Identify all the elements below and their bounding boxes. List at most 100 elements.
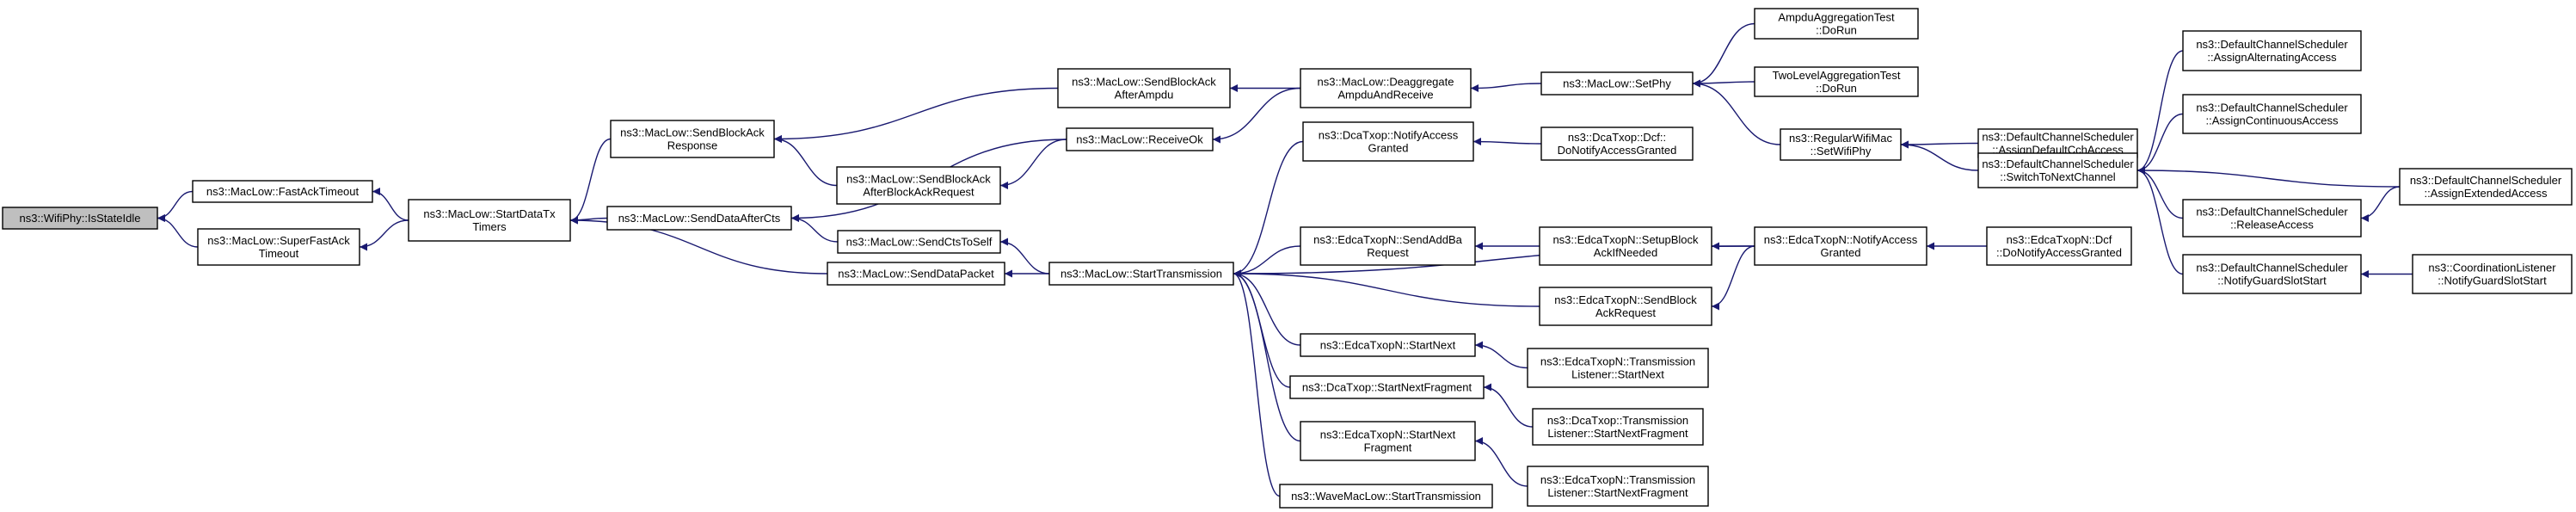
node-label-line: ns3::DcaTxop::NotifyAccess <box>1319 129 1459 142</box>
node-edcastartnext[interactable]: ns3::EdcaTxopN::StartNext <box>1300 333 1476 357</box>
node-box <box>1754 8 1919 40</box>
node-box <box>192 180 373 203</box>
node-label-line: AfterBlockAckRequest <box>863 186 974 199</box>
node-label-line: Granted <box>1368 142 1409 155</box>
node-label-line: ::AssignExtendedAccess <box>2424 187 2548 200</box>
node-box <box>1539 226 1712 266</box>
node-label-line: ns3::MacLow::SendDataAfterCts <box>618 212 781 225</box>
edge-regularwifimacsetwifiphy-to-setphy <box>1692 79 1781 145</box>
node-label-line: ns3::DefaultChannelScheduler <box>2196 262 2348 275</box>
node-label-line: ns3::EdcaTxopN::Dcf <box>2007 233 2112 246</box>
node-box <box>1527 466 1709 507</box>
edge-sendblockackafterampdu-to-sendblockackresponse <box>773 87 1059 143</box>
node-label-line: ns3::DefaultChannelScheduler <box>1982 157 2134 170</box>
node-label-line: ns3::MacLow::StartTransmission <box>1061 268 1222 281</box>
edge-edcasendaddbarequest-to-starttransmission <box>1233 245 1301 278</box>
node-label-line: ::SetWifiPhy <box>1811 145 1872 157</box>
node-starttransmission[interactable]: ns3::MacLow::StartTransmission <box>1048 262 1234 286</box>
node-label-line: Response <box>667 139 718 152</box>
node-label-line: ns3::MacLow::SendCtsToSelf <box>846 236 993 249</box>
edge-edcatlstartnext-to-edcastartnext <box>1474 341 1528 369</box>
node-edcastartnextfragment[interactable]: ns3::EdcaTxopN::StartNextFragment <box>1300 421 1476 461</box>
node-box <box>1300 333 1476 357</box>
node-fastacktimeout[interactable]: ns3::MacLow::FastAckTimeout <box>192 180 373 203</box>
node-label-line: Fragment <box>1364 441 1412 454</box>
edge-fastacktimeout-to-isstateidle <box>157 190 194 222</box>
node-label-line: ns3::MacLow::SendDataPacket <box>838 268 994 281</box>
node-sendctstoself[interactable]: ns3::MacLow::SendCtsToSelf <box>837 230 1001 254</box>
edge-dcsnotifyguardslotstart-to-dcsswitchtonextchannel <box>2136 166 2184 275</box>
edge-dcsassigndefaultcch-to-regularwifimacsetwifiphy <box>1900 140 1979 149</box>
node-setphy[interactable]: ns3::MacLow::SetPhy <box>1540 71 1694 96</box>
node-label-line: TwoLevelAggregationTest <box>1773 69 1901 82</box>
node-box <box>2182 199 2362 237</box>
node-wavemacstarttransmission[interactable]: ns3::WaveMacLow::StartTransmission <box>1279 484 1493 509</box>
node-box <box>1754 66 1919 97</box>
node-label-line: ::DoNotifyAccessGranted <box>1996 246 2122 259</box>
node-box <box>1532 408 1704 446</box>
node-edcatlstartnextfragment[interactable]: ns3::EdcaTxopN::TransmissionListener::St… <box>1527 466 1709 507</box>
node-label-line: AckIfNeeded <box>1594 246 1657 259</box>
edge-dcsreleaseaccess-to-dcsswitchtonextchannel <box>2136 166 2184 219</box>
node-label-line: ns3::EdcaTxopN::SetupBlock <box>1552 233 1699 246</box>
node-ampduaggregationtest[interactable]: AmpduAggregationTest::DoRun <box>1754 8 1919 40</box>
node-box <box>1289 375 1485 399</box>
node-dcsnotifyguardslotstart[interactable]: ns3::DefaultChannelScheduler::NotifyGuar… <box>2182 254 2362 294</box>
node-box <box>1977 152 2138 188</box>
node-box <box>2412 254 2573 294</box>
node-label-line: ns3::DefaultChannelScheduler <box>2196 206 2348 219</box>
edge-dcsassigncontinuous-to-dcsswitchtonextchannel <box>2136 113 2184 175</box>
node-receiveok[interactable]: ns3::MacLow::ReceiveOk <box>1066 127 1214 151</box>
node-twolevelaggregationtest[interactable]: TwoLevelAggregationTest::DoRun <box>1754 66 1919 97</box>
node-dcatlstartnextfragment[interactable]: ns3::DcaTxop::TransmissionListener::Star… <box>1532 408 1704 446</box>
edge-sendblockackresponse-to-startdatatxtimers <box>569 138 612 225</box>
node-label-line: ::AssignContinuousAccess <box>2206 114 2339 127</box>
node-dcsswitchtonextchannel[interactable]: ns3::DefaultChannelScheduler::SwitchToNe… <box>1977 152 2138 188</box>
edge-edcatlstartnextfragment-to-edcastartnextfragment <box>1474 437 1528 487</box>
node-dcsassignextended[interactable]: ns3::DefaultChannelScheduler::AssignExte… <box>2399 168 2573 206</box>
node-edcadcfdonotify[interactable]: ns3::EdcaTxopN::Dcf::DoNotifyAccessGrant… <box>1986 226 2132 266</box>
node-label-line: ::DoRun <box>1816 82 1857 95</box>
node-regularwifimacsetwifiphy[interactable]: ns3::RegularWifiMac::SetWifiPhy <box>1780 128 1902 161</box>
node-senddataafterctsl[interactable]: ns3::MacLow::SendDataAfterCts <box>606 206 792 231</box>
node-label-line: Granted <box>1821 246 1861 259</box>
node-dcsassigncontinuous[interactable]: ns3::DefaultChannelScheduler::AssignCont… <box>2182 94 2362 134</box>
node-dcatxopnotifyaccessgranted[interactable]: ns3::DcaTxop::NotifyAccessGranted <box>1302 121 1474 162</box>
node-dcsassignalternating[interactable]: ns3::DefaultChannelScheduler::AssignAlte… <box>2182 30 2362 71</box>
node-senddatapacket[interactable]: ns3::MacLow::SendDataPacket <box>827 262 1005 286</box>
node-label-line: ::NotifyGuardSlotStart <box>2438 275 2547 287</box>
node-isstateidle[interactable]: ns3::WifiPhy::IsStateIdle <box>2 207 158 230</box>
node-dcsreleaseaccess[interactable]: ns3::DefaultChannelScheduler::ReleaseAcc… <box>2182 199 2362 237</box>
node-box <box>1300 68 1472 108</box>
edges <box>157 22 2413 497</box>
node-label-line: ns3::MacLow::Deaggregate <box>1318 76 1454 89</box>
edge-deaggregateampdu-to-receiveok <box>1212 87 1301 144</box>
node-box <box>1057 68 1231 108</box>
edge-dcsassignalternating-to-dcsswitchtonextchannel <box>2136 50 2184 175</box>
node-edcanotifyaccessgranted[interactable]: ns3::EdcaTxopN::NotifyAccessGranted <box>1754 226 1927 266</box>
node-box <box>1986 226 2132 266</box>
node-box <box>1780 128 1902 161</box>
node-label-line: ns3::EdcaTxopN::StartNext <box>1320 429 1456 441</box>
node-label-line: AmpduAndReceive <box>1337 89 1433 102</box>
node-sendblockackafterblockackrequest[interactable]: ns3::MacLow::SendBlockAckAfterBlockAckRe… <box>836 166 1001 205</box>
node-dcatxopdcfdonotify[interactable]: ns3::DcaTxop::Dcf::DoNotifyAccessGranted <box>1540 126 1694 161</box>
node-edcatlstartnext[interactable]: ns3::EdcaTxopN::TransmissionListener::St… <box>1527 348 1709 388</box>
node-label-line: ns3::CoordinationListener <box>2428 262 2556 275</box>
edge-sendctstoself-to-senddataafterctsl <box>790 214 839 243</box>
node-dcastartnextfragment[interactable]: ns3::DcaTxop::StartNextFragment <box>1289 375 1485 399</box>
edge-sendblockackafterblockackrequest-to-sendblockackresponse <box>773 135 838 187</box>
edge-dcsassignextended-to-dcsswitchtonextchannel <box>2136 166 2401 188</box>
edge-dcatxopdcfdonotify-to-dcatxopnotifyaccessgranted <box>1472 138 1542 146</box>
node-clnotifyguardslotstart[interactable]: ns3::CoordinationListener::NotifyGuardSl… <box>2412 254 2573 294</box>
node-label-line: ns3::DefaultChannelScheduler <box>2196 102 2348 114</box>
node-box <box>2399 168 2573 206</box>
